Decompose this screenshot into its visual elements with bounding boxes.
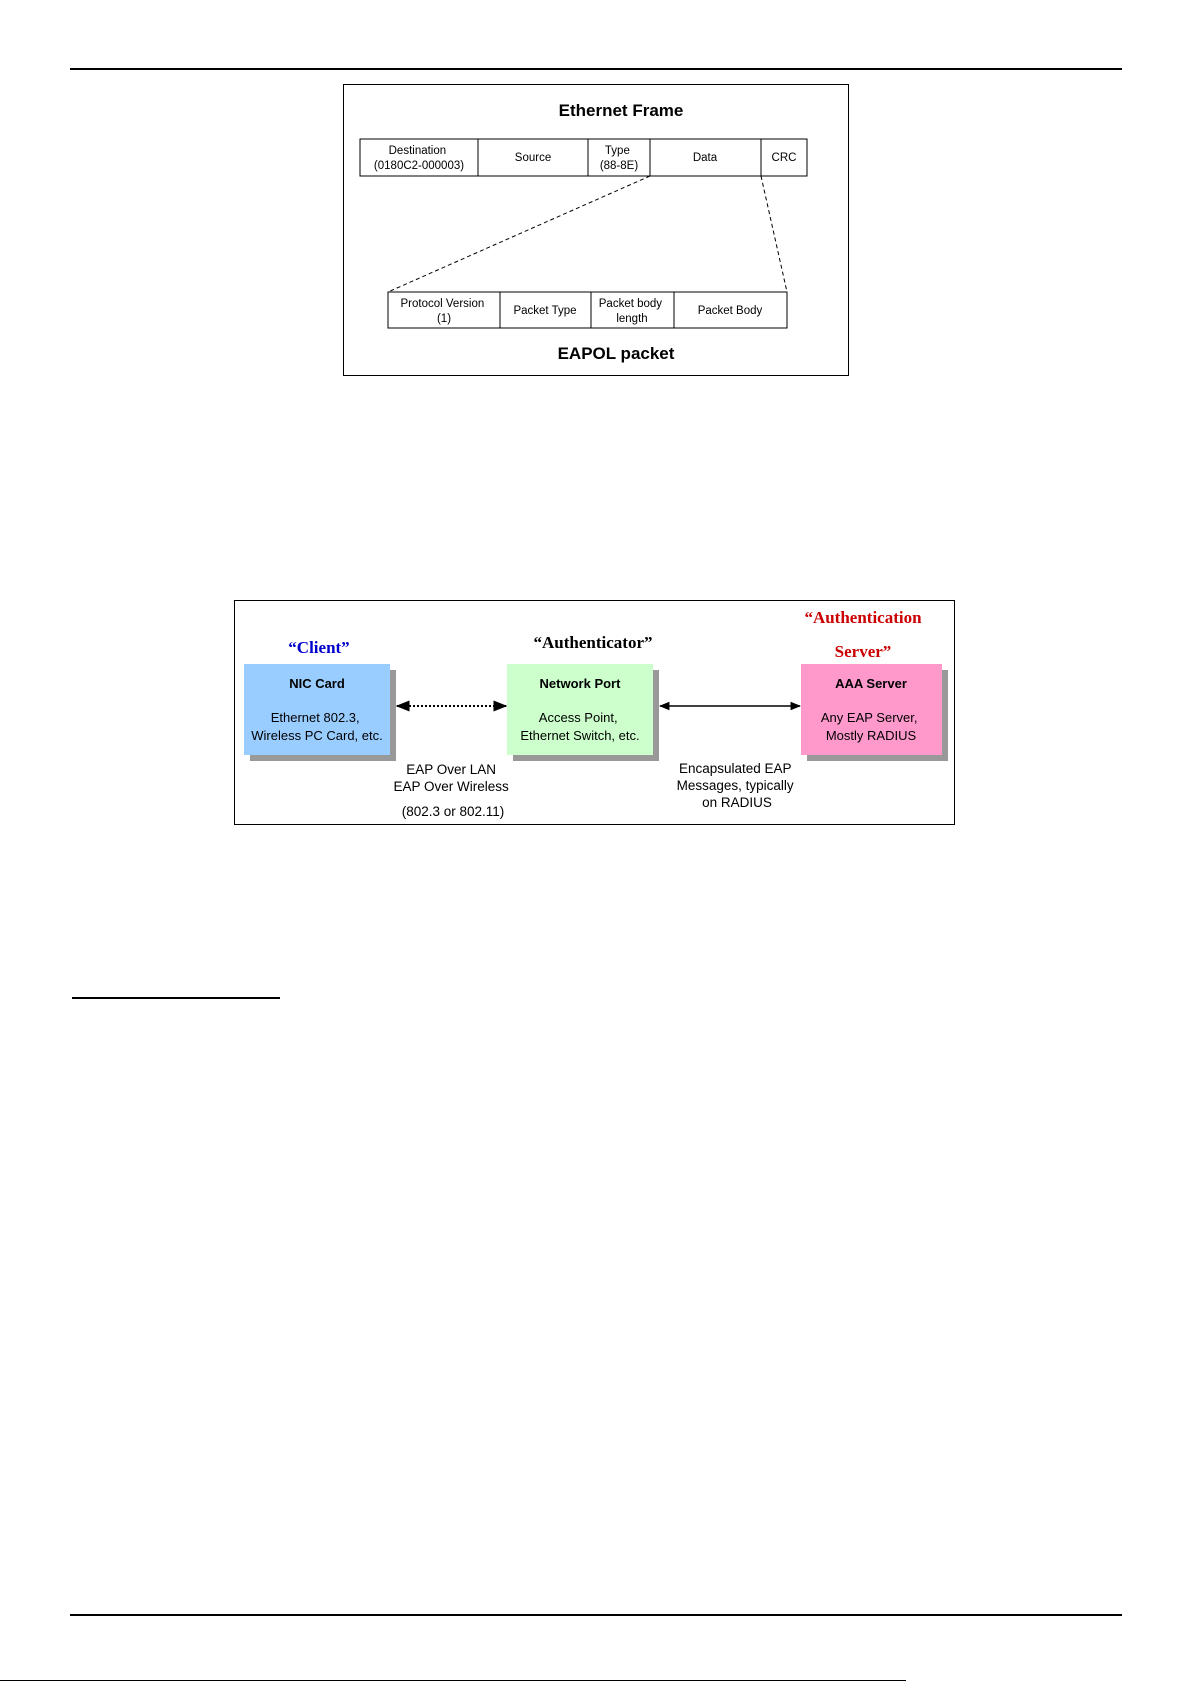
- ethernet-frame-figure: Ethernet Frame Destination (0180C2-00000…: [343, 84, 849, 376]
- server-role-label-line1: “Authentication: [804, 608, 922, 627]
- eapol-packet-caption: EAPOL packet: [558, 344, 675, 363]
- frame-field-destination: Destination (0180C2-000003): [374, 145, 464, 172]
- eapol-field-protocol-version: Protocol Version (1): [401, 298, 488, 325]
- client-box-title: NIC Card: [289, 676, 345, 691]
- section-underline: [72, 997, 280, 999]
- expansion-line-right: [760, 175, 788, 293]
- client-box-desc: Ethernet 802.3, Wireless PC Card, etc.: [251, 710, 382, 743]
- client-role-label: “Client”: [288, 638, 349, 657]
- eapol-field-packet-type: Packet Type: [513, 305, 576, 317]
- frame-field-type: Type (88-8E): [600, 145, 639, 172]
- client-box: [244, 664, 390, 755]
- page-bottom-rule: [0, 1680, 906, 1681]
- radius-link-label: Encapsulated EAP Messages, typically on …: [677, 761, 798, 810]
- expansion-line-left: [387, 175, 651, 293]
- authenticator-role-label: “Authenticator”: [534, 633, 653, 652]
- authenticator-box-title: Network Port: [540, 676, 622, 691]
- eapol-field-body-length: Packet body length: [599, 298, 666, 325]
- server-box-title: AAA Server: [835, 676, 907, 691]
- eapol-row: [387, 291, 788, 329]
- frame-field-data: Data: [693, 152, 718, 164]
- dot1x-roles-figure: “Client” “Authenticator” “Authentication…: [234, 600, 955, 825]
- header-rule: [70, 68, 1122, 70]
- authenticator-box-desc: Access Point, Ethernet Switch, etc.: [520, 710, 639, 743]
- server-box-desc: Any EAP Server, Mostly RADIUS: [821, 710, 921, 743]
- ethernet-frame-diagram: Ethernet Frame Destination (0180C2-00000…: [359, 101, 808, 363]
- server-box: [801, 664, 942, 755]
- footer-rule: [70, 1614, 1122, 1616]
- authenticator-box: [507, 664, 653, 755]
- frame-field-source: Source: [515, 152, 551, 164]
- dot1x-roles-diagram: “Client” “Authenticator” “Authentication…: [244, 608, 948, 819]
- frame-field-crc: CRC: [772, 152, 797, 164]
- server-role-label-line2: Server”: [835, 642, 892, 661]
- eapol-field-packet-body: Packet Body: [698, 305, 763, 317]
- eapol-link-label: EAP Over LAN EAP Over Wireless (802.3 or…: [393, 762, 512, 819]
- ethernet-frame-title: Ethernet Frame: [559, 101, 684, 120]
- frame-row: [359, 138, 808, 177]
